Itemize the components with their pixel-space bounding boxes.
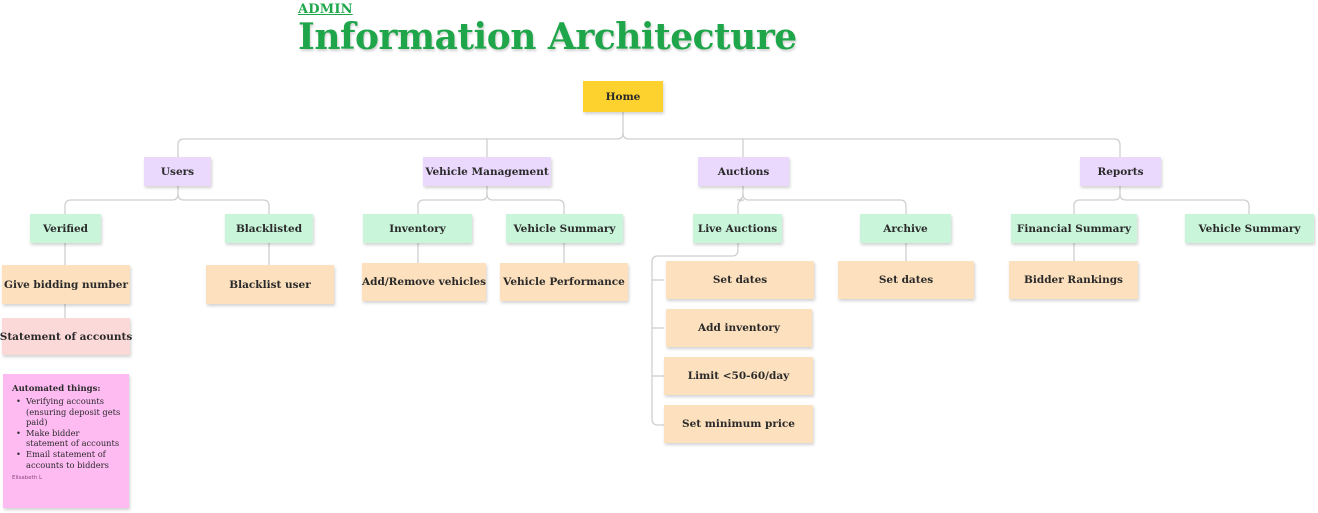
sticky-note-automated[interactable]: Automated things: Verifying accounts (en… (3, 374, 129, 508)
node-vehicle-performance[interactable]: Vehicle Performance (500, 263, 628, 301)
connector-auctions-right (742, 193, 907, 214)
node-vehicle-management[interactable]: Vehicle Management (423, 157, 551, 186)
node-users[interactable]: Users (144, 157, 211, 186)
note-title: Automated things: (12, 384, 101, 394)
node-set-minimum-price[interactable]: Set minimum price (664, 405, 813, 443)
node-blacklist-user[interactable]: Blacklist user (206, 265, 334, 304)
diagram-title: Information Architecture (298, 16, 797, 58)
node-statement-of-accounts[interactable]: Statement of accounts (0, 318, 132, 355)
note-item: Verifying accounts (ensuring deposit get… (16, 396, 123, 428)
connector-vm-right (486, 193, 565, 214)
connector-reports (1073, 186, 1121, 214)
admin-kicker: ADMIN (298, 2, 353, 17)
node-limit-per-day[interactable]: Limit <50-60/day (664, 357, 813, 395)
note-item: Email statement of accounts to bidders (16, 449, 123, 470)
node-vehicle-summary-vm[interactable]: Vehicle Summary (506, 214, 623, 243)
node-financial-summary[interactable]: Financial Summary (1011, 214, 1137, 243)
node-reports[interactable]: Reports (1080, 157, 1161, 186)
connector-home-stem (177, 112, 624, 157)
node-home[interactable]: Home (583, 81, 663, 112)
node-add-remove-vehicles[interactable]: Add/Remove vehicles (362, 263, 486, 301)
node-auctions[interactable]: Auctions (698, 157, 789, 186)
connector-users-right (177, 193, 270, 214)
node-give-bidding-number[interactable]: Give bidding number (2, 265, 130, 304)
node-set-dates-archive[interactable]: Set dates (838, 261, 974, 299)
node-archive[interactable]: Archive (860, 214, 951, 243)
node-add-inventory[interactable]: Add inventory (666, 309, 812, 347)
node-inventory[interactable]: Inventory (363, 214, 472, 243)
connector-auctions (736, 186, 745, 214)
connector-reports-right (1119, 193, 1250, 214)
connector-vm (417, 186, 488, 214)
node-vehicle-summary-reports[interactable]: Vehicle Summary (1185, 214, 1314, 243)
note-list: Verifying accounts (ensuring deposit get… (12, 396, 123, 470)
node-bidder-rankings[interactable]: Bidder Rankings (1009, 261, 1138, 299)
note-item: Make bidder statement of accounts (16, 428, 123, 449)
node-verified[interactable]: Verified (30, 214, 101, 243)
connector-home-right (622, 132, 1121, 157)
connector-users (64, 186, 179, 214)
node-set-dates-live[interactable]: Set dates (666, 261, 814, 299)
node-blacklisted[interactable]: Blacklisted (225, 214, 313, 243)
connector-live (651, 243, 739, 426)
note-author: Elisabeth L (12, 475, 43, 482)
node-live-auctions[interactable]: Live Auctions (693, 214, 782, 243)
